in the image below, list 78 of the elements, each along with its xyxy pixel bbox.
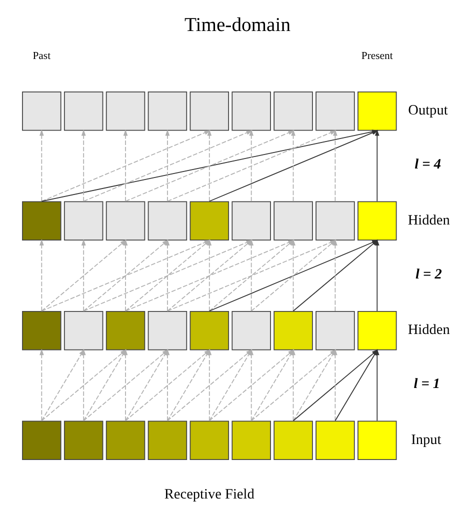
node-box [273,201,312,241]
node-box [231,420,270,460]
node-box [315,92,354,131]
node-box [189,201,229,241]
arrow [248,348,254,422]
arrow [122,239,128,312]
arrow [80,348,86,422]
node-box [315,201,354,241]
node-box [105,420,145,460]
label: Past [32,50,50,62]
label: Output [408,102,448,119]
node-box [273,311,312,350]
arrow [80,239,86,312]
arrow [38,239,44,312]
node-box [273,420,312,460]
node-box [273,92,312,131]
node-box [357,92,396,131]
node-box [147,311,187,350]
node-box [22,92,61,131]
node-box [231,201,270,241]
node-box [315,420,354,460]
node-box [189,92,229,131]
arrow [82,130,252,202]
node-box [22,420,61,460]
node-box [105,92,145,131]
arrow [122,348,128,422]
node-box [357,420,396,460]
node-box [357,201,396,241]
arrow [332,239,337,312]
arrow [38,129,44,202]
arrow [290,348,295,422]
label: Hidden [407,322,450,338]
node-box [105,311,145,350]
arrow [374,348,379,422]
arrow [166,130,336,202]
arrow [206,348,212,422]
node-box [189,420,229,460]
label: Hidden [407,212,450,228]
arrow [374,129,379,202]
arrow [332,348,337,422]
node-box [357,311,396,350]
arrow [164,239,170,312]
node-box [189,311,229,350]
diagram-title: Time-domain [184,14,290,36]
label: l = 4 [414,156,440,173]
node-box [22,311,61,350]
label: l = 2 [414,266,442,282]
arrow [164,129,170,202]
node-box [22,201,61,241]
arrow [122,129,128,202]
node-box [63,92,103,131]
node-box [147,92,187,131]
arrow [40,130,210,202]
arrow [38,348,44,422]
arrow [290,239,295,312]
node-box [63,311,103,350]
node-box [63,420,103,460]
node-box [147,420,187,460]
arrow [80,129,86,202]
arrow [206,129,212,202]
node-box [63,201,103,241]
node-box [105,201,145,241]
arrow [248,239,254,312]
arrow [374,239,379,312]
label: Receptive Field [164,486,254,503]
arrow [164,348,170,422]
arrow [248,129,254,202]
arrow [332,129,337,202]
node-box [231,92,270,131]
node-box [231,311,270,350]
label: l = 1 [413,376,440,392]
node-box [147,201,187,241]
label: Input [410,432,441,448]
arrow [206,239,212,312]
arrow [290,129,295,202]
label: Present [360,50,392,62]
arrow [124,130,294,202]
node-box [315,311,354,350]
